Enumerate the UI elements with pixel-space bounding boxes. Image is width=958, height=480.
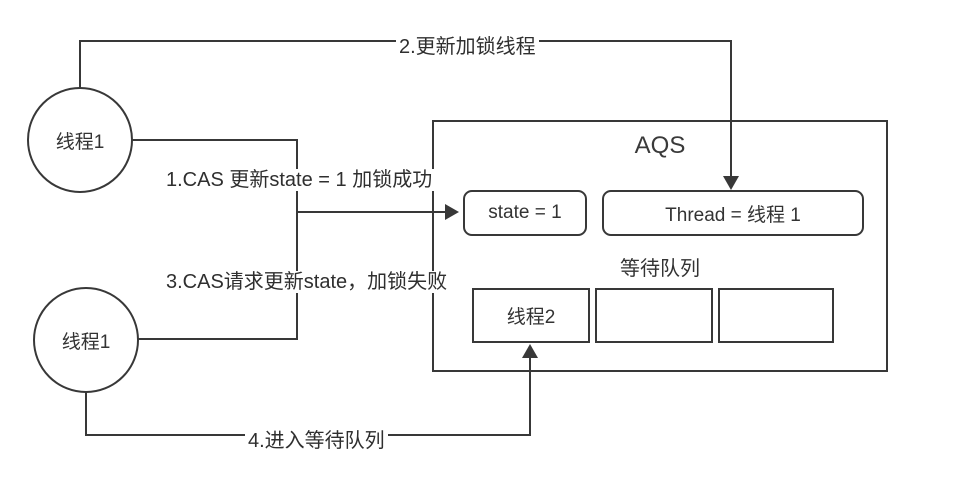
node-aqs-container: AQS state = 1 Thread = 线程 1 等待队列 线程2 (432, 120, 888, 372)
wait-queue-cell-1-label: 线程2 (506, 307, 556, 328)
edge-step1-segment-horizontal-top (131, 139, 297, 141)
node-thread1-top: 线程1 (27, 87, 133, 193)
wait-queue-title: 等待队列 (620, 258, 700, 280)
node-thread1-top-label: 线程1 (55, 131, 105, 153)
owner-thread-box-label: Thread = 线程 1 (665, 204, 801, 226)
edge-step1-label: 1.CAS 更新state = 1 加锁成功 (163, 169, 436, 191)
node-state-box: state = 1 (463, 190, 587, 236)
edge-step2-segment-vertical-left (79, 40, 81, 89)
edge-step4-segment-vertical-left (85, 392, 87, 435)
edge-step2-label: 2.更新加锁线程 (396, 36, 539, 58)
edge-step2-segment-vertical-right (730, 40, 732, 177)
arrowhead-step4-up-icon (522, 344, 538, 358)
node-thread1-bottom: 线程1 (33, 287, 139, 393)
state-box-label: state = 1 (488, 202, 562, 223)
edge-step3-label: 3.CAS请求更新state，加锁失败 (163, 271, 451, 293)
edge-step4-segment-vertical-right (529, 357, 531, 436)
wait-queue-cell-3 (718, 288, 834, 343)
node-thread1-bottom-label: 线程1 (61, 331, 111, 353)
node-owner-thread-box: Thread = 线程 1 (602, 190, 864, 236)
arrowhead-step1-right-icon (445, 204, 459, 220)
edge-step1-segment-horizontal-arrow (297, 211, 446, 213)
edge-step4-label: 4.进入等待队列 (245, 430, 388, 452)
wait-queue-cell-1: 线程2 (472, 288, 590, 343)
edge-step3-segment-horizontal (137, 338, 297, 340)
wait-queue-cell-2 (595, 288, 713, 343)
aqs-title: AQS (634, 132, 686, 159)
arrowhead-step2-down-icon (723, 176, 739, 190)
edge-step1-segment-vertical (296, 139, 298, 340)
